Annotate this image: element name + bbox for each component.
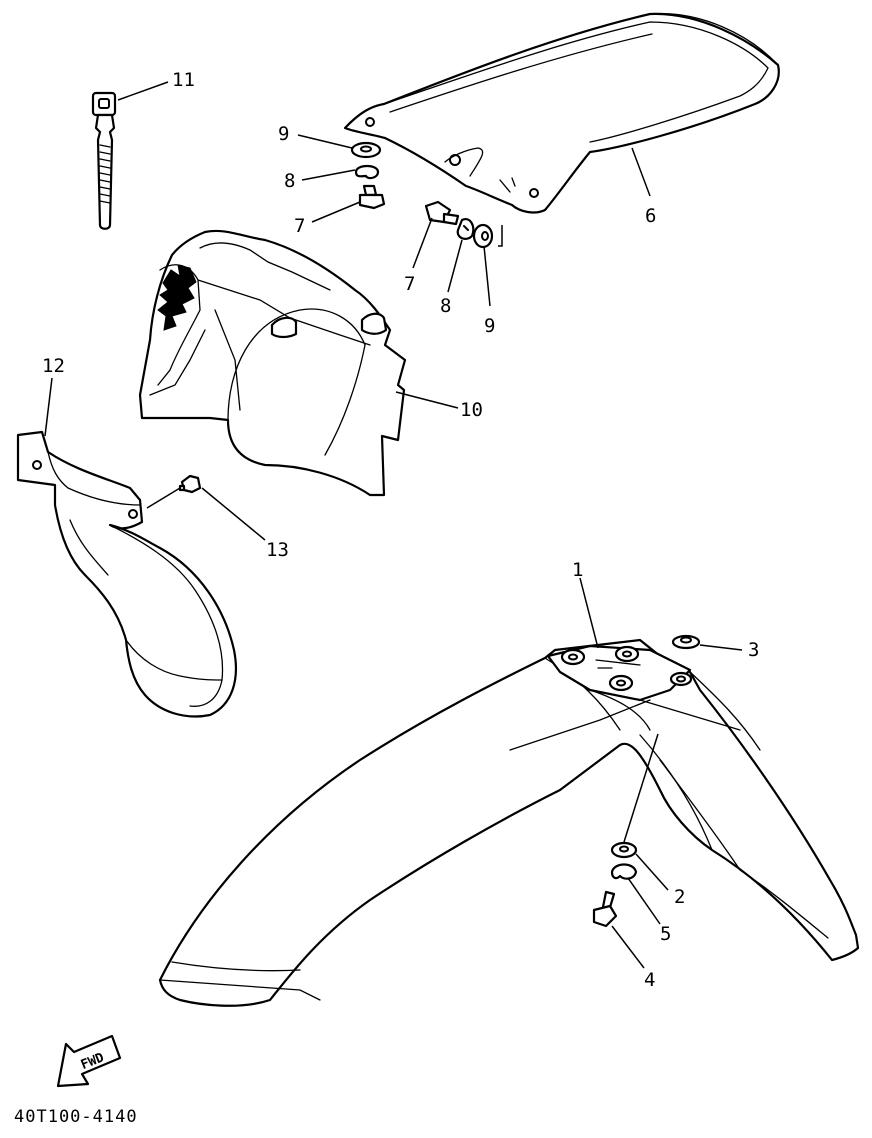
callout-7-left: 7 bbox=[294, 215, 305, 237]
callout-9-right: 9 bbox=[484, 315, 495, 337]
callouts: 11 9 8 7 6 7 8 9 10 12 13 1 3 2 5 4 bbox=[42, 69, 759, 991]
inner-cover bbox=[138, 229, 407, 497]
callout-1: 1 bbox=[572, 559, 583, 581]
bolt-part-7-left bbox=[358, 184, 386, 210]
washer-part-9-right bbox=[472, 223, 494, 249]
callout-2: 2 bbox=[674, 886, 685, 908]
washer-part-9-left bbox=[350, 141, 382, 159]
cable-tie bbox=[91, 91, 117, 230]
callout-12: 12 bbox=[42, 355, 65, 377]
callout-3: 3 bbox=[748, 639, 759, 661]
rear-fender bbox=[343, 12, 780, 214]
screw-part-13 bbox=[178, 474, 202, 494]
callout-7-right: 7 bbox=[404, 273, 415, 295]
forward-arrow-icon: FWD bbox=[56, 1034, 122, 1088]
lock-washer-part-8-left bbox=[354, 164, 380, 180]
front-fender bbox=[158, 638, 860, 1007]
leader-lines bbox=[44, 81, 743, 969]
bolt-part-7-right bbox=[424, 200, 460, 226]
mud-guard bbox=[16, 430, 238, 718]
callout-4: 4 bbox=[644, 969, 655, 991]
callout-6: 6 bbox=[645, 205, 656, 227]
callout-8-right: 8 bbox=[440, 295, 451, 317]
bolt-part-4 bbox=[592, 890, 618, 928]
lock-washer-part-8-right bbox=[456, 218, 475, 240]
callout-10: 10 bbox=[460, 399, 483, 421]
callout-8-left: 8 bbox=[284, 170, 295, 192]
lock-washer-part-5 bbox=[610, 863, 638, 880]
callout-11: 11 bbox=[172, 69, 195, 91]
callout-5: 5 bbox=[660, 923, 671, 945]
drawing-code: 40T100-4140 bbox=[14, 1107, 138, 1127]
callout-9-left: 9 bbox=[278, 123, 289, 145]
washer-part-2 bbox=[610, 841, 638, 859]
grommet-part-3 bbox=[671, 634, 701, 650]
callout-13: 13 bbox=[266, 539, 289, 561]
